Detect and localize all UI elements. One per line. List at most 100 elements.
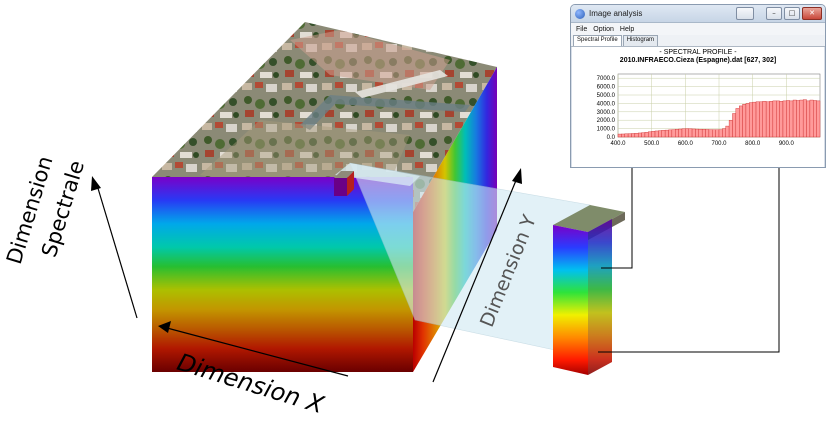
spectral-bar [786, 100, 790, 138]
minimize-button[interactable]: – [766, 7, 782, 20]
spectral-bar [627, 133, 632, 138]
menu-file[interactable]: File [576, 25, 588, 33]
spectral-bar [782, 100, 787, 138]
spectral-bar [738, 105, 743, 138]
spectral-bar [701, 129, 706, 138]
spectral-bar [688, 128, 693, 138]
spectral-bar [755, 101, 760, 138]
spectral-bar [728, 119, 733, 138]
spectral-bar [799, 99, 804, 138]
spectral-bar [698, 128, 703, 138]
spectral-bar [749, 102, 753, 138]
leader-line-low [601, 156, 633, 269]
leader-line-high [598, 156, 780, 353]
spectral-bar [742, 104, 747, 138]
spectral-profile-panel: - SPECTRAL PROFILE - 2010.INFRAECO.Cieza… [572, 47, 824, 167]
restore-icon[interactable] [736, 7, 754, 20]
y-tick-label: 1000.0 [597, 127, 616, 133]
spectral-bar [685, 128, 689, 138]
y-tick-label: 7000.0 [597, 76, 616, 82]
spectral-bar [779, 101, 784, 138]
pixel-notch [334, 178, 347, 196]
spectral-bar [796, 100, 801, 138]
window-titlebar[interactable]: Image analysis – □ ✕ [571, 5, 825, 23]
spectral-bar [759, 101, 763, 138]
image-analysis-window: Image analysis – □ ✕ File Option Help Sp… [570, 4, 826, 168]
x-tick-label: 800.0 [745, 141, 761, 147]
spectral-bar [644, 132, 649, 138]
tab-spectral-profile[interactable]: Spectral Profile [573, 35, 622, 46]
pixel-column-side-shade [588, 219, 612, 375]
spectral-bar [708, 129, 713, 138]
spectral-bar [661, 130, 666, 138]
spectral-bar [678, 128, 683, 138]
maximize-button[interactable]: □ [784, 7, 800, 20]
spectral-bar [789, 100, 794, 138]
spectral-bar [712, 129, 716, 138]
y-tick-label: 4000.0 [597, 101, 616, 107]
cube-top-urban-area [290, 30, 450, 90]
spectral-bar [641, 132, 646, 138]
spectral-bar [718, 129, 723, 138]
spectral-bar [762, 101, 767, 138]
spectral-bar [806, 100, 811, 138]
spectral-bar [816, 100, 821, 138]
x-tick-label: 700.0 [711, 141, 727, 147]
image-analysis-icon [575, 8, 585, 19]
spectral-bar [705, 129, 710, 138]
y-tick-label: 2000.0 [597, 118, 616, 124]
arrow-dimension-x [158, 321, 349, 377]
spectral-bar [725, 125, 730, 138]
arrow-up-right-icon [512, 168, 522, 184]
spectral-bar [681, 128, 686, 138]
spectral-bar [668, 129, 673, 138]
pixel-notch-top [334, 171, 354, 178]
spectral-bar [654, 130, 659, 138]
spectral-bar [715, 129, 720, 138]
spectral-bar [722, 128, 726, 138]
spectral-bar [735, 108, 740, 138]
spectral-bar [658, 130, 662, 138]
chart-subtitle: 2010.INFRAECO.Cieza (Espagne).dat [627, … [619, 57, 777, 64]
spectral-bar [664, 129, 669, 138]
spectral-bar [769, 101, 774, 138]
spectral-bar [648, 131, 652, 138]
x-tick-label: 400.0 [610, 141, 626, 147]
spectral-bar [637, 132, 642, 138]
spectral-bar [634, 133, 639, 138]
spectral-bar [792, 99, 797, 138]
slice-plane-on-top [335, 163, 420, 186]
spectral-bar [813, 100, 817, 138]
spectral-bar [732, 113, 737, 138]
close-button[interactable]: ✕ [802, 7, 822, 20]
menu-help[interactable]: Help [619, 25, 635, 33]
spectral-bar [765, 101, 770, 138]
menu-bar: File Option Help [571, 23, 825, 35]
pixel-column-front [553, 225, 588, 375]
cube-top-river [300, 95, 470, 130]
x-tick-label: 900.0 [779, 141, 795, 147]
arrow-up-icon [91, 176, 101, 191]
spectral-profile-chart: 0.01000.02000.03000.04000.05000.06000.07… [597, 73, 821, 147]
window-controls: – □ ✕ [736, 7, 822, 20]
pixel-column-top [553, 205, 625, 232]
spectral-bar [651, 131, 656, 138]
spectral-bar [809, 99, 814, 138]
spectral-bar [621, 133, 625, 138]
tab-histogram[interactable]: Histogram [622, 35, 659, 46]
chart-title: - SPECTRAL PROFILE - [659, 49, 737, 56]
menu-option[interactable]: Option [593, 25, 614, 33]
x-tick-label: 500.0 [644, 141, 660, 147]
arrow-dimension-y [432, 168, 522, 383]
y-tick-label: 5000.0 [597, 93, 616, 99]
spectral-bar [745, 103, 750, 138]
spectral-bar [617, 133, 622, 138]
spectral-bar [691, 128, 696, 138]
y-tick-label: 3000.0 [597, 110, 616, 116]
y-tick-label: 0.0 [607, 135, 616, 141]
arrow-spectral [91, 176, 138, 319]
pixel-column-side [588, 219, 612, 375]
tab-bar: Spectral Profile Histogram [571, 35, 825, 47]
spectral-bar [695, 128, 700, 138]
